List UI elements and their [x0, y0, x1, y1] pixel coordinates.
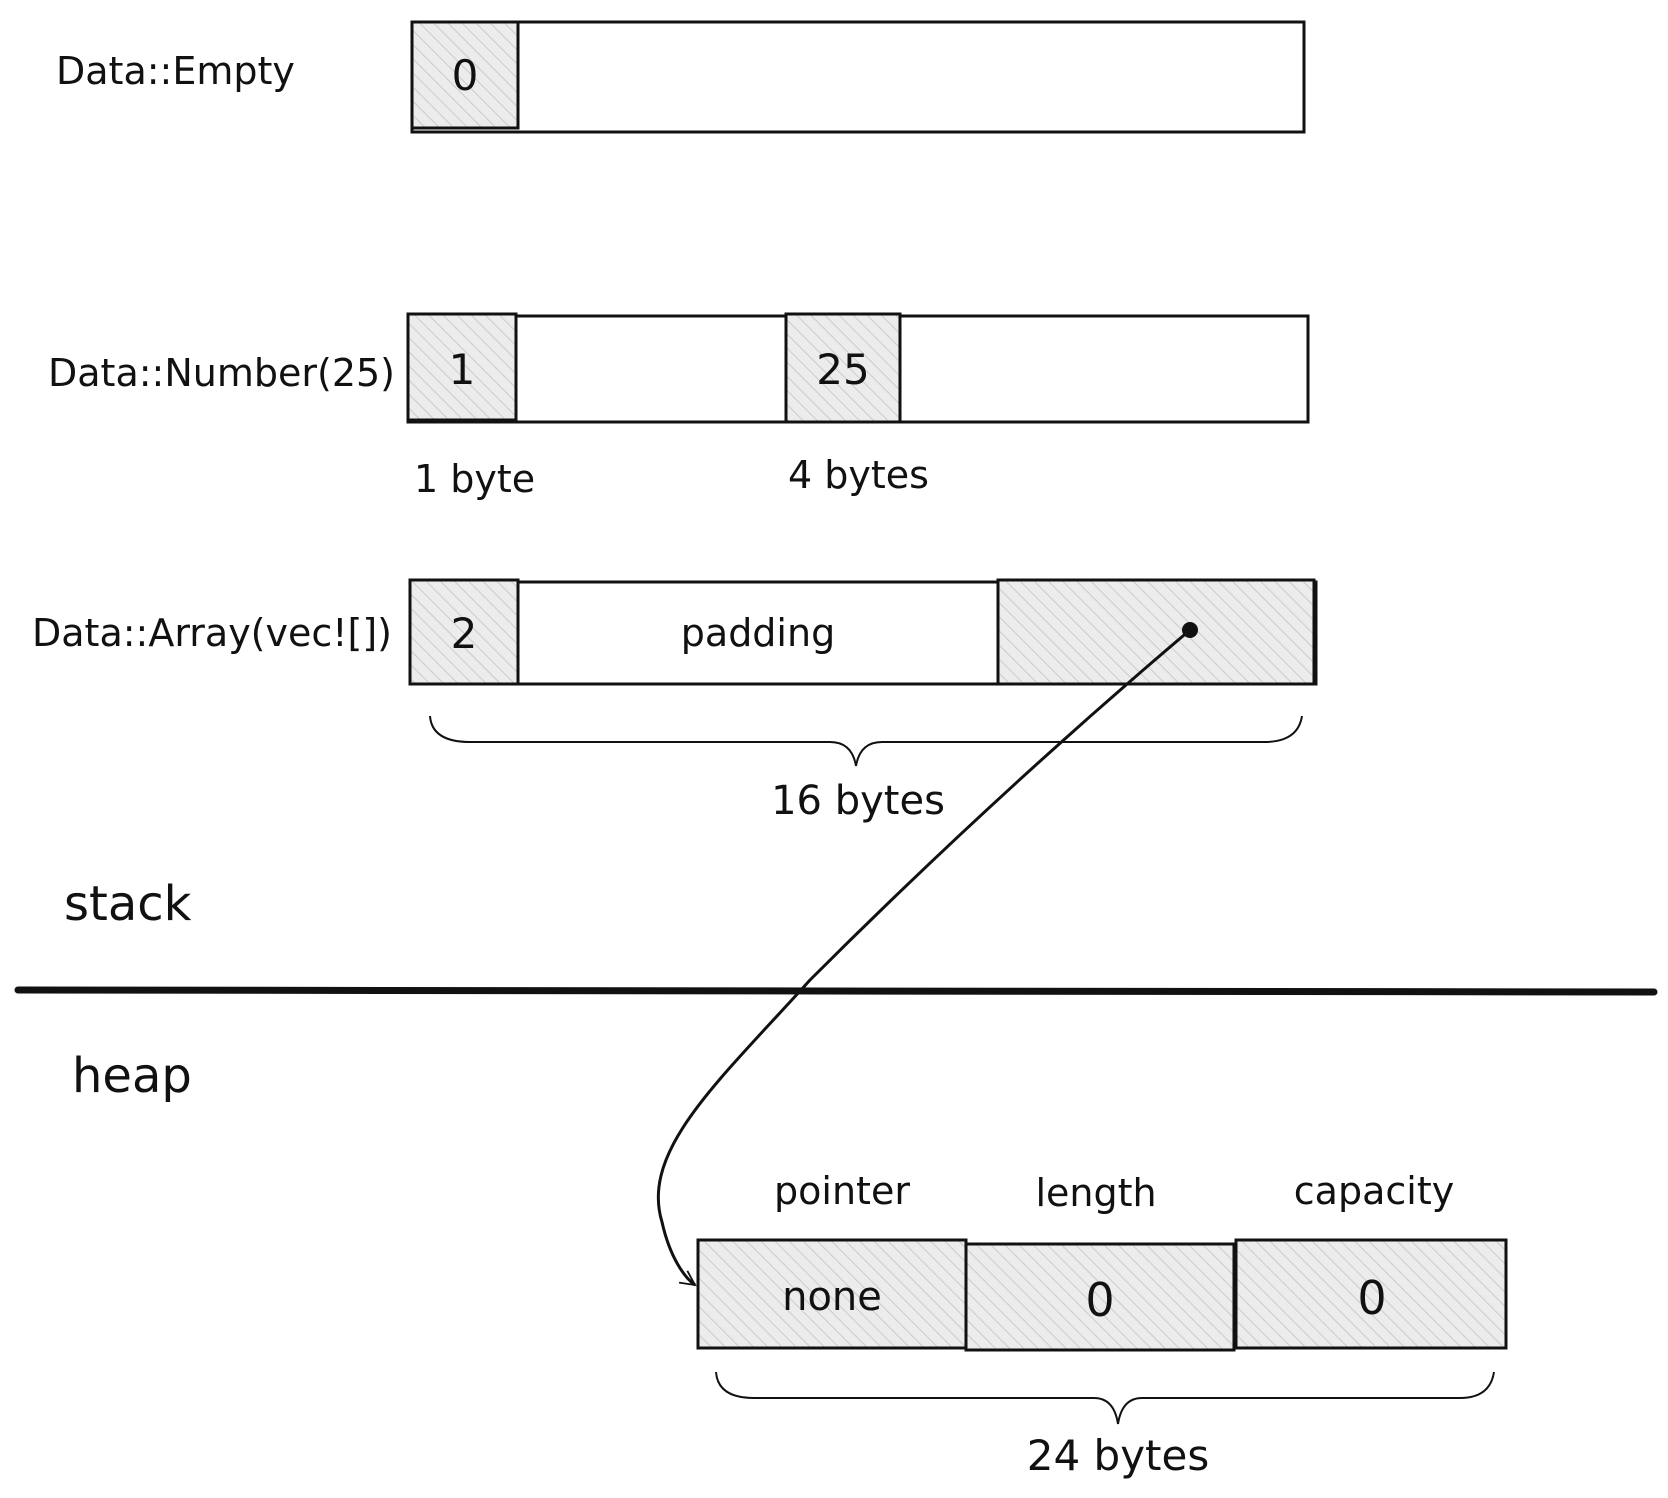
row-array-label: Data::Array(vec![])	[32, 611, 392, 655]
heap-vec: pointer length capacity none 0 0 24 byte…	[696, 1169, 1508, 1480]
row-array-tag-cell	[408, 578, 520, 686]
row-number-value-size: 4 bytes	[788, 453, 929, 497]
row-number: Data::Number(25) 1 25 1 byte 4 bytes	[48, 312, 1310, 501]
row-empty-container	[410, 20, 1306, 134]
heap-field-name-pointer: pointer	[774, 1169, 910, 1213]
row-number-tag-cell	[406, 312, 518, 422]
row-array-size: 16 bytes	[771, 778, 945, 824]
heap-field-name-length: length	[1035, 1171, 1156, 1215]
heap-length-cell	[964, 1242, 1236, 1352]
row-number-tag-value: 1	[449, 345, 476, 394]
pointer-arrow	[656, 628, 1191, 1287]
row-number-label: Data::Number(25)	[48, 351, 395, 395]
heap-pointer-cell	[696, 1238, 968, 1350]
row-array-tag-value: 2	[451, 609, 478, 658]
row-array: Data::Array(vec![]) 2 padding 16 bytes	[32, 578, 1318, 824]
row-empty-tag-cell	[410, 20, 520, 130]
heap-capacity-cell	[1234, 1238, 1508, 1350]
heap-value-capacity: 0	[1357, 1271, 1386, 1325]
heap-value-length: 0	[1085, 1273, 1114, 1327]
row-empty: Data::Empty 0	[56, 20, 1306, 134]
stack-label: stack	[64, 876, 192, 932]
row-array-size-brace	[429, 715, 1303, 767]
heap-value-pointer: none	[782, 1274, 882, 1320]
row-number-value-cell	[784, 312, 902, 424]
heap-field-name-capacity: capacity	[1294, 1169, 1454, 1213]
row-empty-label: Data::Empty	[56, 49, 295, 93]
row-number-value: 25	[816, 345, 869, 394]
stack-heap-divider	[14, 986, 1658, 996]
row-empty-tag-value: 0	[452, 51, 479, 100]
heap-size: 24 bytes	[1027, 1431, 1210, 1480]
row-array-padding-label: padding	[681, 611, 835, 655]
row-array-pointer-cell	[996, 578, 1316, 686]
row-number-tag-size: 1 byte	[414, 457, 535, 501]
heap-label: heap	[72, 1048, 192, 1104]
heap-size-brace	[715, 1371, 1495, 1425]
